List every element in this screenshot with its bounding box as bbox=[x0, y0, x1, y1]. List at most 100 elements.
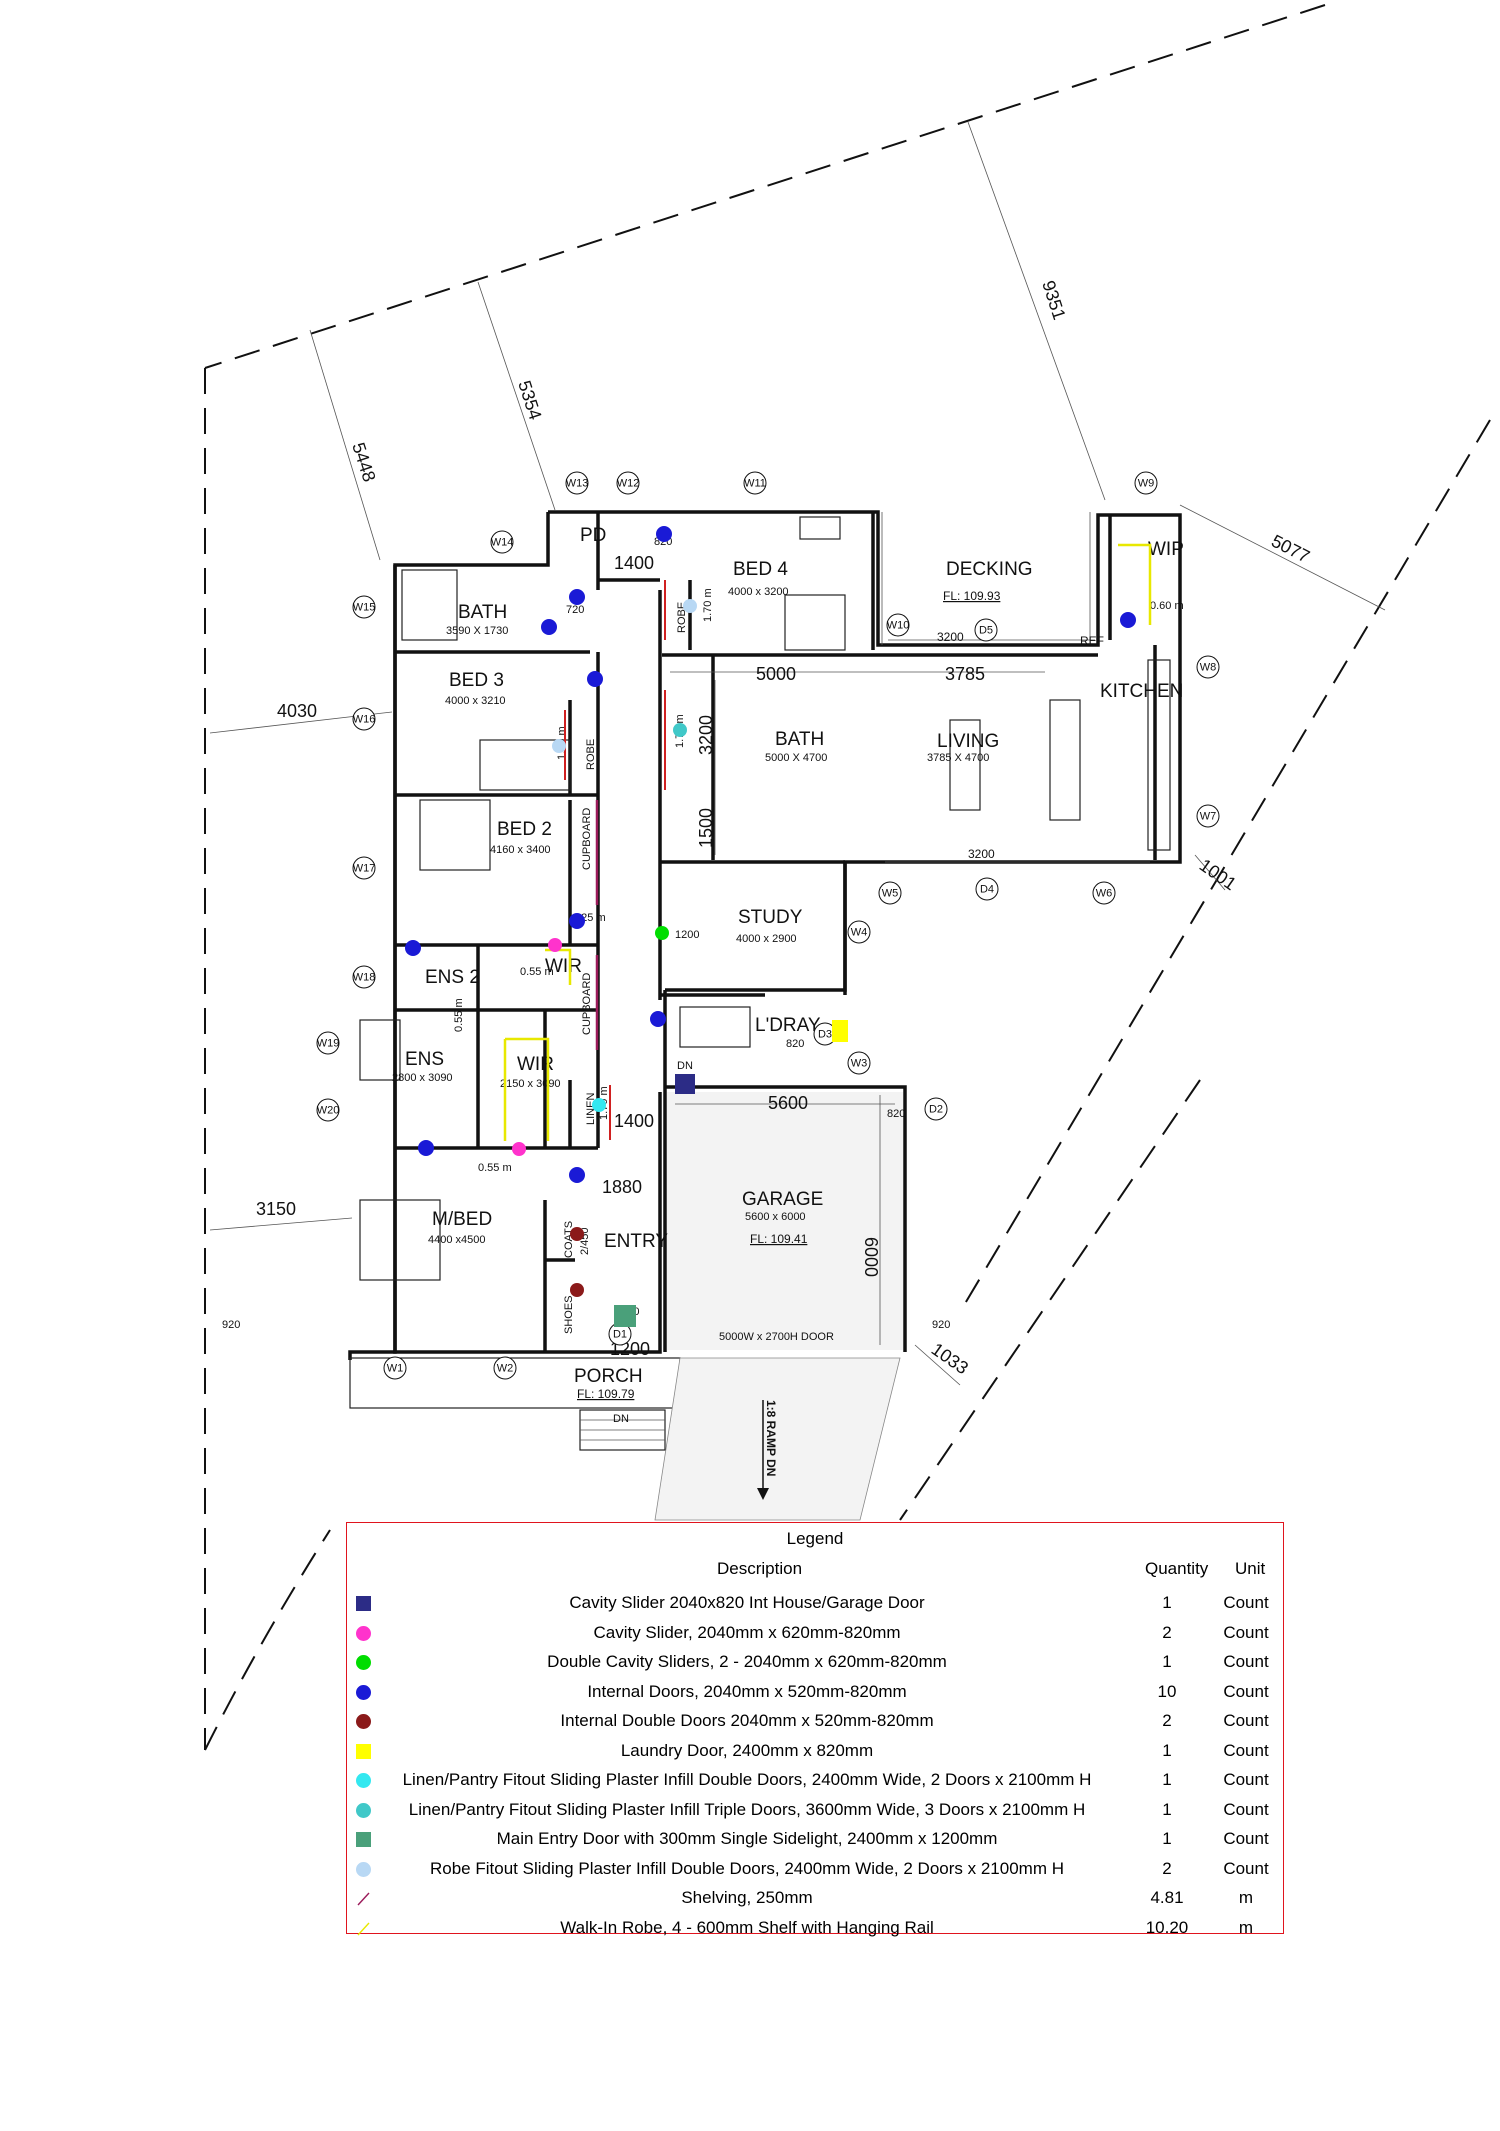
window-tag-icon: W6 bbox=[1092, 881, 1116, 905]
internal-door-marker bbox=[569, 913, 585, 929]
dim-820-garage: 820 bbox=[887, 1108, 905, 1120]
room-wir-size: 2150 x 3090 bbox=[500, 1078, 561, 1090]
window-tag-icon: W16 bbox=[352, 707, 376, 731]
legend-description: Laundry Door, 2400mm x 820mm bbox=[620, 1740, 874, 1760]
legend-description: Cavity Slider 2040x820 Int House/Garage … bbox=[569, 1593, 925, 1612]
window-tag-label: W11 bbox=[744, 478, 766, 490]
legend-description: Double Cavity Sliders, 2 - 2040mm x 620m… bbox=[547, 1652, 947, 1671]
window-tag-icon: W11 bbox=[743, 471, 767, 495]
room-ref: REF bbox=[1080, 634, 1104, 648]
dim-6000: 6000 bbox=[861, 1237, 881, 1277]
legend-quantity: 2 bbox=[1162, 1858, 1172, 1878]
legend-header-description: Description bbox=[717, 1559, 803, 1578]
window-tag-icon: W10 bbox=[886, 613, 910, 637]
window-tag-label: W12 bbox=[617, 478, 640, 490]
door-tag-label: D2 bbox=[929, 1104, 943, 1116]
door-tag-icon: D2 bbox=[924, 1097, 948, 1121]
legend-description: Linen/Pantry Fitout Sliding Plaster Infi… bbox=[402, 1770, 1092, 1789]
internal-door-marker bbox=[587, 671, 603, 687]
dim-720: 720 bbox=[566, 604, 584, 616]
measure-055-b: 0.55 m bbox=[478, 1162, 512, 1174]
window-tag-icon: W9 bbox=[1134, 471, 1158, 495]
room-bath-top-size: 3590 X 1730 bbox=[446, 625, 508, 637]
legend-unit: Count bbox=[1223, 1740, 1269, 1760]
window-tag-label: W8 bbox=[1200, 662, 1217, 674]
internal-door-marker bbox=[650, 1011, 666, 1027]
dim-1200-study: 1200 bbox=[675, 929, 699, 941]
measure-055-a: 0.55 m bbox=[520, 966, 554, 978]
room-ramp: 1:8 RAMP DN bbox=[764, 1400, 778, 1476]
door-tag-icon: D3 bbox=[813, 1022, 837, 1046]
measure-055-c: 0.55 m bbox=[453, 998, 465, 1032]
dim-3200-v: 3200 bbox=[696, 715, 716, 755]
legend-row: Double Cavity Sliders, 2 - 2040mm x 620m… bbox=[347, 1648, 1283, 1677]
legend-quantity: 10 bbox=[1157, 1681, 1177, 1701]
window-tag-label: W10 bbox=[887, 620, 910, 632]
room-pd: PD bbox=[580, 525, 606, 546]
dim-1001: 1001 bbox=[1196, 855, 1240, 894]
legend-unit: Count bbox=[1223, 1681, 1269, 1701]
window-tag-label: W1 bbox=[387, 1363, 404, 1375]
legend-row: Cavity Slider 2040x820 Int House/Garage … bbox=[347, 1589, 1283, 1618]
window-tag-icon: W4 bbox=[847, 920, 871, 944]
window-tag-icon: W2 bbox=[493, 1356, 517, 1380]
cavity-slider-marker bbox=[548, 938, 562, 952]
room-study-size: 4000 x 2900 bbox=[736, 933, 797, 945]
room-wir-name: WIR bbox=[517, 1054, 554, 1075]
legend-symbol-icon bbox=[356, 1625, 371, 1641]
window-tag-label: W18 bbox=[353, 972, 376, 984]
room-garage-size: 5600 x 6000 bbox=[745, 1211, 806, 1223]
room-shoes: SHOES bbox=[563, 1295, 575, 1334]
double-door-marker bbox=[570, 1283, 584, 1297]
room-bed4-size: 4000 x 3200 bbox=[728, 586, 789, 598]
room-garage-door: 5000W x 2700H DOOR bbox=[719, 1331, 834, 1343]
legend-description: Main Entry Door with 300mm Single Sideli… bbox=[496, 1829, 998, 1848]
legend-description: Walk-In Robe, 4 - 600mm Shelf with Hangi… bbox=[560, 1917, 934, 1937]
garage-floor bbox=[654, 1092, 903, 1521]
legend-unit: Count bbox=[1223, 1711, 1269, 1730]
window-tag-label: W5 bbox=[882, 888, 899, 900]
legend-header-quantity: Quantity bbox=[1145, 1559, 1209, 1578]
window-tag-icon: W18 bbox=[352, 965, 376, 989]
window-tag-label: W7 bbox=[1200, 811, 1217, 823]
legend-row: Laundry Door, 2400mm x 820mm 1 Count bbox=[347, 1737, 1283, 1766]
robe-slider-marker bbox=[683, 599, 697, 613]
entry-door-marker bbox=[614, 1305, 636, 1327]
room-mbed-name: M/BED bbox=[432, 1209, 492, 1230]
room-ens-name: ENS bbox=[405, 1049, 444, 1070]
legend-unit: Count bbox=[1223, 1652, 1269, 1671]
boundary-dimensions: 5448 5354 9351 5077 4030 3150 1001 1033 bbox=[209, 121, 1386, 1386]
legend-symbol-icon bbox=[356, 1714, 371, 1729]
dim-920-right: 920 bbox=[932, 1319, 950, 1331]
internal-door-marker bbox=[569, 589, 585, 605]
double-slider-marker bbox=[592, 1098, 606, 1112]
legend-quantity: 10.20 bbox=[1145, 1917, 1189, 1937]
room-garage-name: GARAGE bbox=[742, 1189, 823, 1210]
legend-description: Shelving, 250mm bbox=[681, 1888, 813, 1907]
legend-quantity: 1 bbox=[1162, 1740, 1172, 1760]
legend-unit: Count bbox=[1223, 1593, 1269, 1612]
legend-quantity: 2 bbox=[1162, 1711, 1172, 1730]
internal-door-marker bbox=[1120, 612, 1136, 628]
ramp-arrow-icon bbox=[757, 1400, 769, 1500]
legend-quantity: 1 bbox=[1162, 1829, 1172, 1848]
legend-row: Linen/Pantry Fitout Sliding Plaster Infi… bbox=[347, 1796, 1283, 1825]
room-decking-name: DECKING bbox=[946, 559, 1033, 580]
dim-1500: 1500 bbox=[696, 808, 716, 848]
room-wip: WIP bbox=[1148, 539, 1184, 560]
decking-boards bbox=[881, 512, 1091, 645]
legend-row: Robe Fitout Sliding Plaster Infill Doubl… bbox=[347, 1855, 1283, 1884]
dim-3150: 3150 bbox=[256, 1199, 296, 1219]
room-bed3-name: BED 3 bbox=[449, 670, 504, 691]
dim-920-left: 920 bbox=[222, 1319, 240, 1331]
dim-3785: 3785 bbox=[945, 664, 985, 684]
double-door-marker bbox=[570, 1227, 584, 1241]
legend-unit: Count bbox=[1223, 1829, 1269, 1848]
window-tag-label: W3 bbox=[851, 1058, 868, 1070]
window-tag-label: W14 bbox=[491, 537, 514, 549]
room-bed2-size: 4160 x 3400 bbox=[490, 844, 551, 856]
window-tag-label: W19 bbox=[317, 1038, 340, 1050]
door-tag-label: D3 bbox=[818, 1029, 832, 1041]
